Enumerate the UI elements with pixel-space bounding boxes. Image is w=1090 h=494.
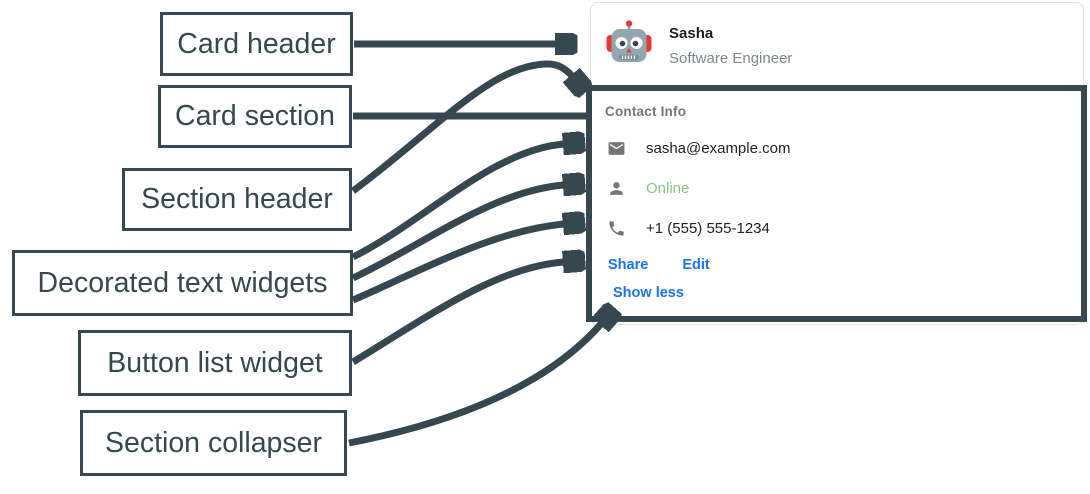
label-decorated-text-widgets-text: Decorated text widgets <box>37 266 328 299</box>
edit-button[interactable]: Edit <box>682 257 710 273</box>
label-section-collapser: Section collapser <box>80 410 347 476</box>
arrow-button-list <box>351 262 564 365</box>
arrow-decorated-text-2 <box>351 185 564 282</box>
phone-text: +1 (555) 555-1234 <box>646 220 770 237</box>
button-list: Share Edit <box>608 257 710 274</box>
label-button-list-widget-text: Button list widget <box>107 346 323 379</box>
arrow-section-collapser <box>348 324 601 447</box>
label-button-list-widget: Button list widget <box>78 330 352 396</box>
card-header-subtitle: Software Engineer <box>669 50 793 67</box>
decorated-text-email: sasha@example.com <box>607 139 790 158</box>
email-icon <box>608 142 625 155</box>
label-section-header: Section header <box>122 168 352 231</box>
phone-icon <box>609 221 624 236</box>
arrow-decorated-text-3 <box>351 224 564 304</box>
label-card-section-text: Card section <box>175 100 335 133</box>
label-card-header: Card header <box>160 12 353 76</box>
decorated-text-status: Online <box>607 179 689 198</box>
card-header-name: Sasha <box>669 25 714 42</box>
robot-avatar-icon <box>606 20 652 62</box>
label-card-header-text: Card header <box>177 27 336 60</box>
arrow-decorated-text-1 <box>351 144 564 261</box>
label-card-section: Card section <box>158 85 352 148</box>
label-section-header-text: Section header <box>141 183 333 216</box>
person-icon <box>610 182 623 195</box>
section-collapser-button[interactable]: Show less <box>613 285 684 301</box>
share-button[interactable]: Share <box>608 257 649 273</box>
section-header: Contact Info <box>605 104 687 119</box>
label-section-collapser-text: Section collapser <box>104 426 323 459</box>
decorated-text-phone: +1 (555) 555-1234 <box>607 219 770 238</box>
label-decorated-text-widgets: Decorated text widgets <box>12 250 353 316</box>
contact-card: Sasha Software Engineer Contact Info sas… <box>590 2 1084 325</box>
email-text: sasha@example.com <box>646 140 791 157</box>
arrow-section-header <box>350 60 572 194</box>
status-text: Online <box>646 180 690 197</box>
